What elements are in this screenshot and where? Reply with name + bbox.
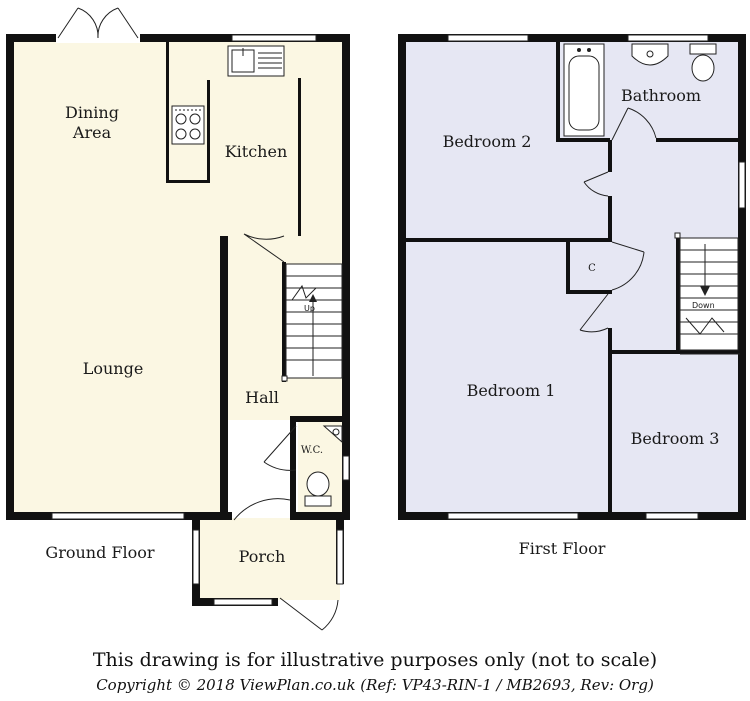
bedroom2-window [447, 34, 529, 42]
dining-area-label-2: Area [72, 123, 112, 142]
bedroom3-label: Bedroom 3 [631, 429, 720, 448]
sink-icon [227, 45, 285, 77]
bedroom3-window [645, 512, 699, 520]
bathroom-window [627, 34, 709, 42]
kitchen-divider [166, 42, 169, 182]
ground-left-wall [6, 34, 14, 520]
ground-right-wall [342, 34, 350, 520]
staircase-up [281, 263, 343, 382]
landing-wall-upper [608, 140, 612, 172]
first-floor: Down Bedroom 2 Bathroom C Bedroom 1 Bedr… [398, 34, 746, 558]
bed2-bed1-wall [406, 238, 612, 242]
porch-inner-door [233, 498, 291, 521]
kitchen-window [231, 34, 317, 42]
stair-side-wall-first [676, 236, 680, 354]
bath-icon [563, 43, 605, 137]
copyright-text: Copyright © 2018 ViewPlan.co.uk (Ref: VP… [96, 676, 654, 694]
wc-window [342, 455, 350, 481]
cupboard-door [611, 241, 645, 291]
bedroom2-door [583, 171, 609, 197]
wc-label: W.C. [301, 445, 323, 456]
kitchen-label: Kitchen [225, 142, 288, 161]
disclaimer-text: This drawing is for illustrative purpose… [92, 649, 658, 671]
lounge-window [51, 512, 185, 520]
up-arrow-icon [309, 294, 317, 302]
wc-top-wall [290, 416, 344, 422]
bed1-bed3-wall [608, 328, 612, 514]
wc-door [263, 425, 297, 471]
kitchen-counter-edge [166, 180, 210, 183]
toilet-icon [304, 471, 332, 507]
bed3-top-wall [608, 350, 740, 354]
hob-icon [171, 105, 205, 145]
stairs-up-label: Up [304, 304, 315, 313]
stair-side-wall [282, 262, 286, 382]
bathroom-bottom-wall-left [556, 138, 610, 142]
kitchen-counter-side [207, 80, 210, 183]
landing-window [738, 161, 746, 209]
bedroom1-label: Bedroom 1 [467, 381, 556, 400]
porch-label: Porch [239, 547, 286, 566]
ground-bottom-wall-right [290, 512, 350, 520]
bedroom2-label: Bedroom 2 [443, 132, 532, 151]
porch-fill [198, 518, 340, 600]
stairs-down-label: Down [692, 301, 715, 310]
porch-window-right [336, 529, 344, 585]
porch-window-bottom [213, 598, 273, 606]
porch-window-left [192, 529, 200, 585]
ground-floor-title: Ground Floor [45, 543, 154, 562]
bathroom-door [611, 107, 657, 141]
lounge-label: Lounge [83, 359, 144, 378]
cupboard-bottom-wall [566, 290, 612, 294]
down-arrow-icon [700, 286, 710, 296]
bathroom-label: Bathroom [621, 86, 701, 105]
ground-top-wall [6, 34, 350, 42]
basin-icon [322, 425, 343, 444]
bedroom1-window [447, 512, 579, 520]
first-left-wall [398, 34, 406, 520]
french-doors [56, 7, 140, 43]
dining-area-label-1: Dining [65, 103, 119, 122]
porch-front-door [279, 597, 339, 631]
kitchen-door [243, 233, 285, 263]
landing-wall-mid [608, 196, 612, 242]
cupboard-left-wall [566, 238, 570, 294]
bedroom1-door [579, 293, 609, 333]
first-top-wall [398, 34, 746, 42]
bathroom-basin-icon [631, 43, 669, 66]
bathroom-toilet-icon [689, 43, 717, 82]
wc-left-wall [290, 420, 296, 516]
hall-label: Hall [245, 388, 279, 407]
first-floor-title: First Floor [519, 539, 606, 558]
hall-fill [228, 262, 284, 420]
bathroom-bottom-wall-right [656, 138, 740, 142]
first-right-wall [738, 34, 746, 520]
lounge-hall-wall [220, 236, 228, 520]
ground-floor: Up Dining Area Kitchen Lounge Hall W.C. … [6, 7, 350, 631]
staircase-down [674, 232, 739, 351]
bathroom-left-wall [556, 42, 560, 142]
kitchen-right-wall [298, 78, 301, 236]
cupboard-label: C [588, 263, 596, 274]
